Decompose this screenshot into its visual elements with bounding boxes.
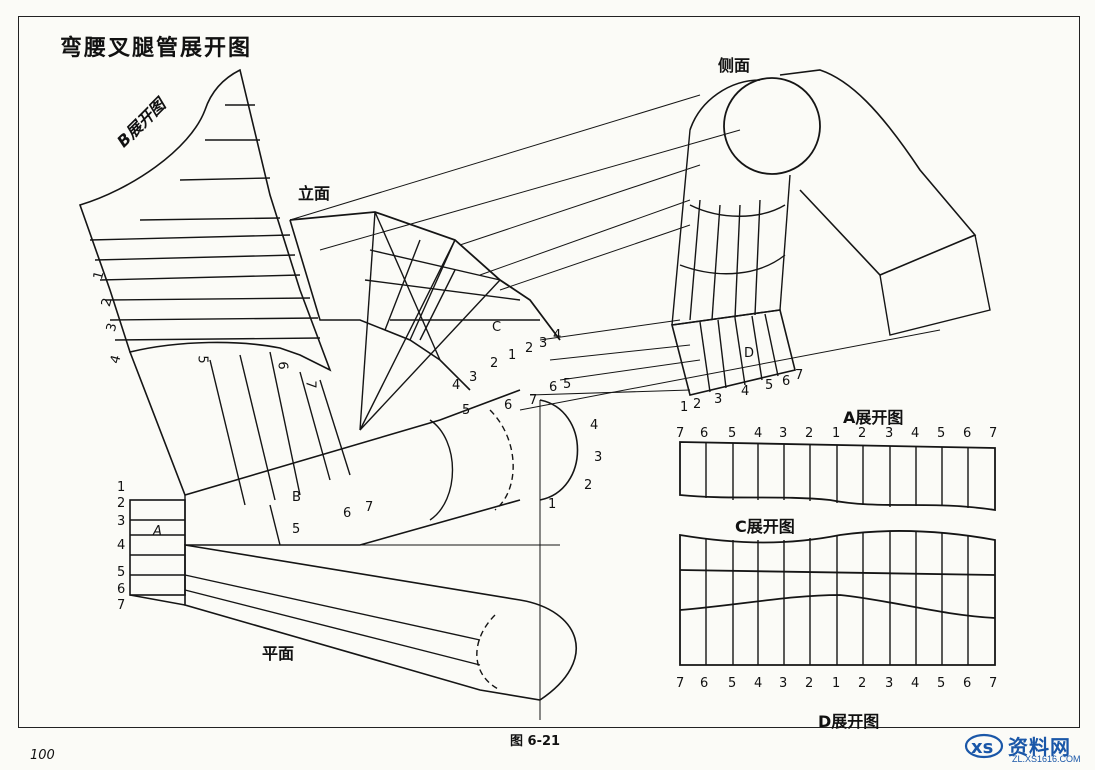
left-num-1: 1 xyxy=(117,480,126,495)
elev-num-7: 7 xyxy=(302,380,318,389)
d-scale-4l: 4 xyxy=(754,676,763,691)
elev-num-6: 6 xyxy=(274,361,290,370)
left-num-6: 6 xyxy=(117,582,126,597)
a-scale-6l: 6 xyxy=(700,426,709,441)
a-scale-7l: 7 xyxy=(676,426,685,441)
left-num-7: 7 xyxy=(117,598,126,613)
pipe-a xyxy=(129,499,186,596)
a-scale-4r: 4 xyxy=(911,426,920,441)
d-scale-3r: 3 xyxy=(885,676,894,691)
left-num-3: 3 xyxy=(117,514,126,529)
d-scale-2l: 2 xyxy=(805,676,814,691)
part-a-label: A xyxy=(153,524,162,539)
d-num-3: 3 xyxy=(714,392,723,407)
a-scale-1: 1 xyxy=(832,426,841,441)
d-scale-1: 1 xyxy=(832,676,841,691)
a-scale-3r: 3 xyxy=(885,426,894,441)
projection-lines xyxy=(289,94,941,411)
d-scale-2r: 2 xyxy=(858,676,867,691)
c-lower-num-4: 4 xyxy=(452,378,461,393)
c-lower-num-6: 6 xyxy=(549,380,558,395)
elevation-label: 立面 xyxy=(298,184,331,203)
c-mid-num-5: 5 xyxy=(462,403,471,418)
plan-label: 平面 xyxy=(262,644,295,663)
pipe-d xyxy=(671,309,796,396)
d-unfold-label: D展开图 xyxy=(818,712,880,731)
c-inner-num-2b: 2 xyxy=(525,341,534,356)
d-num-4: 4 xyxy=(741,384,750,399)
a-scale-5r: 5 xyxy=(937,426,946,441)
c-lower-num-5: 5 xyxy=(563,377,572,392)
d-scale-7l: 7 xyxy=(676,676,685,691)
part-b-label: B xyxy=(292,490,301,505)
elevation-pipe xyxy=(129,351,579,546)
a-scale-3l: 3 xyxy=(779,426,788,441)
a-scale-7r: 7 xyxy=(989,426,998,441)
elbow-c xyxy=(289,211,561,431)
b-num-5: 5 xyxy=(292,522,301,537)
d-scale-3l: 3 xyxy=(779,676,788,691)
arc-num-1: 1 xyxy=(548,497,557,512)
a-scale-2r: 2 xyxy=(858,426,867,441)
arc-num-4: 4 xyxy=(590,418,599,433)
figure-caption: 图 6-21 xyxy=(510,734,561,749)
a-unfold xyxy=(679,441,996,512)
d-num-1: 1 xyxy=(680,400,689,415)
c-inner-num-3: 3 xyxy=(539,336,548,351)
arc-num-2: 2 xyxy=(584,478,593,493)
d-scale-6r: 6 xyxy=(963,676,972,691)
b-num-7: 7 xyxy=(365,500,374,515)
arc-num-3: 3 xyxy=(594,450,603,465)
a-scale-2l: 2 xyxy=(805,426,814,441)
d-num-6: 6 xyxy=(782,374,791,389)
d-num-7: 7 xyxy=(795,368,804,383)
c-unfold-label: C展开图 xyxy=(735,517,795,536)
a-scale-4l: 4 xyxy=(754,426,763,441)
d-scale-4r: 4 xyxy=(911,676,920,691)
c-lower-num-3: 3 xyxy=(469,370,478,385)
c-inner-num-1: 1 xyxy=(508,348,517,363)
d-num-5: 5 xyxy=(765,378,774,393)
c-mid-num-7: 7 xyxy=(529,393,538,408)
d-scale-5l: 5 xyxy=(728,676,737,691)
page-number: 100 xyxy=(30,748,55,763)
a-scale-5l: 5 xyxy=(728,426,737,441)
page-frame xyxy=(18,16,1080,728)
b-unfold-pattern xyxy=(78,68,332,372)
d-num-2: 2 xyxy=(693,397,702,412)
side-label: 侧面 xyxy=(718,56,751,75)
side-view xyxy=(671,69,991,336)
svg-text:xs: xs xyxy=(971,737,993,758)
part-d-label: D xyxy=(744,346,755,361)
a-unfold-label: A展开图 xyxy=(843,408,904,427)
d-scale-7r: 7 xyxy=(989,676,998,691)
c-mid-num-6: 6 xyxy=(504,398,513,413)
left-num-4: 4 xyxy=(117,538,126,553)
elev-num-5: 5 xyxy=(194,355,210,364)
left-num-2: 2 xyxy=(117,496,126,511)
watermark-logo-icon: xs xyxy=(964,733,1004,759)
left-num-5: 5 xyxy=(117,565,126,580)
c-inner-num-4: 4 xyxy=(553,328,562,343)
watermark-subtext: ZL.XS1616.COM xyxy=(1012,754,1081,764)
c-inner-num-2a: 2 xyxy=(490,356,499,371)
page-title: 弯腰叉腿管展开图 xyxy=(60,36,253,61)
a-scale-6r: 6 xyxy=(963,426,972,441)
b-num-6: 6 xyxy=(343,506,352,521)
cd-unfold xyxy=(679,529,996,666)
part-c-label: C xyxy=(492,320,502,335)
plan-pipe xyxy=(129,400,578,720)
d-scale-5r: 5 xyxy=(937,676,946,691)
d-scale-6l: 6 xyxy=(700,676,709,691)
watermark-text: 资料网 xyxy=(1008,735,1071,759)
